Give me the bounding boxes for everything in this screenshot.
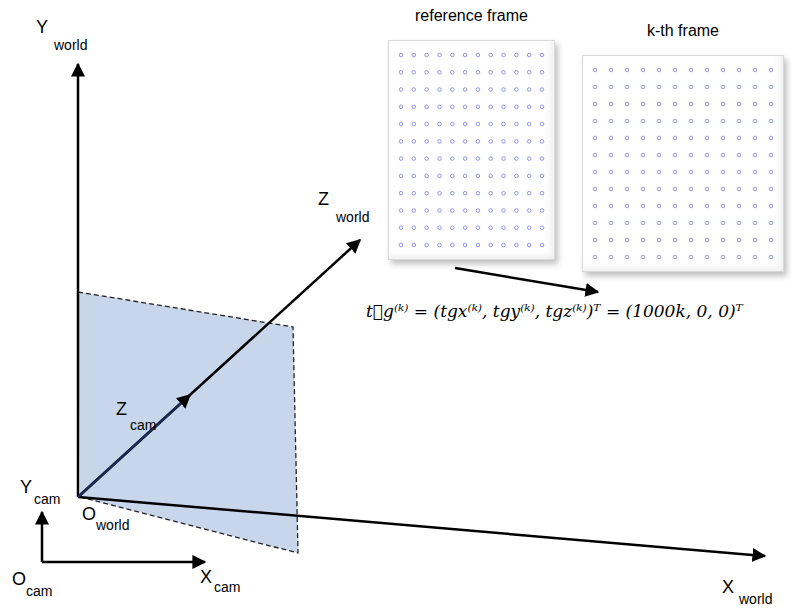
z-cam-axis — [78, 395, 190, 497]
formula: t⃗g⁽ᵏ⁾ = (tgx⁽ᵏ⁾, tgy⁽ᵏ⁾, tgz⁽ᵏ⁾)ᵀ = (10… — [366, 300, 743, 322]
axis-subscript: cam — [214, 580, 240, 594]
frame-heading: k-th frame — [583, 22, 783, 40]
axis-subscript: world — [336, 210, 369, 224]
axis-label: O — [82, 505, 96, 523]
calibration-board: k-th frame — [582, 55, 784, 272]
frame-heading: reference frame — [389, 7, 554, 25]
axis-label: Y — [20, 478, 32, 496]
axis-label: Y — [36, 18, 48, 36]
axis-label: X — [722, 578, 734, 596]
axis-label: Z — [318, 190, 329, 208]
y-cam-axis — [41, 512, 44, 562]
motion-arrow — [455, 268, 598, 292]
x-world-axis — [78, 497, 765, 556]
x-cam-axis — [42, 561, 205, 564]
calibration-board: reference frame — [388, 40, 555, 260]
axis-label: X — [200, 568, 212, 586]
axis-subscript: world — [96, 518, 129, 532]
axis-subscript: world — [739, 592, 772, 606]
axis-subscript: cam — [130, 418, 156, 432]
dot-grid — [389, 41, 554, 259]
axis-subscript: cam — [26, 584, 52, 598]
z-world-axis — [78, 240, 360, 497]
axis-subscript: cam — [34, 492, 60, 506]
dot-grid — [583, 56, 783, 271]
axis-label: Z — [116, 400, 127, 418]
y-world-axis — [77, 64, 80, 497]
axis-subscript: world — [54, 38, 87, 52]
axis-label: O — [12, 570, 26, 588]
